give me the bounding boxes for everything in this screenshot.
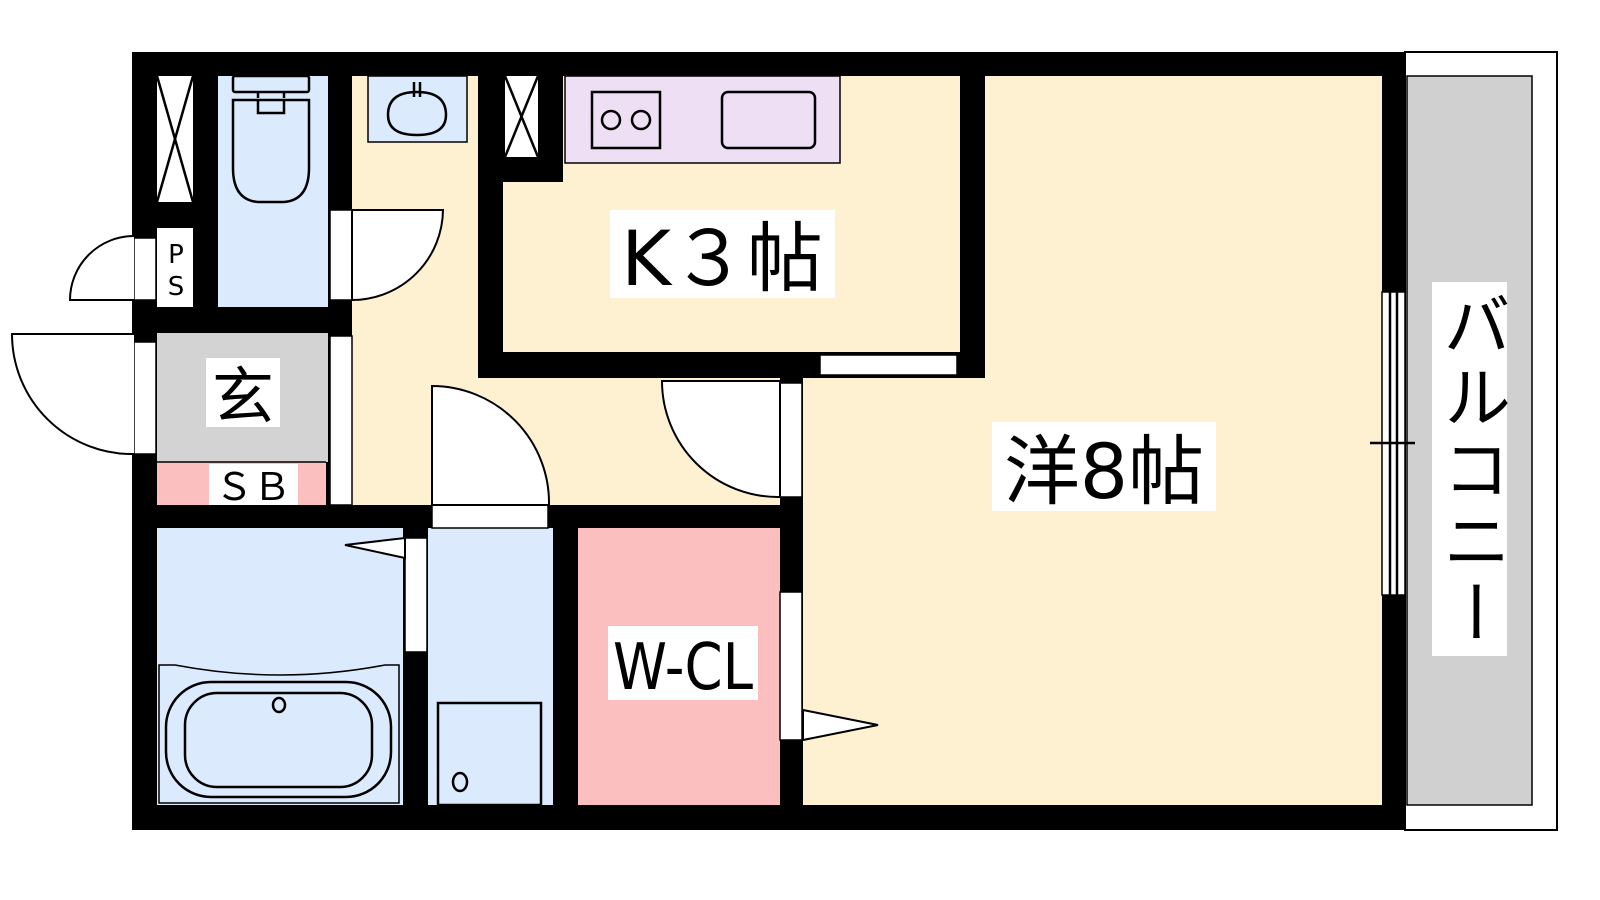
pipe-space bbox=[157, 228, 193, 307]
closet-door[interactable] bbox=[779, 591, 803, 741]
stove-icon bbox=[590, 90, 662, 150]
bath-door[interactable] bbox=[404, 537, 428, 653]
toilet-door[interactable] bbox=[329, 209, 353, 301]
walk-in-closet-label: W-CL bbox=[613, 631, 753, 705]
washroom bbox=[428, 528, 553, 805]
balcony-label: バルコニー bbox=[1431, 290, 1510, 650]
washroom-door[interactable] bbox=[431, 504, 549, 529]
western-room-label: 洋8帖 bbox=[1004, 427, 1204, 516]
pipe-space-label-p: P bbox=[168, 240, 184, 270]
storage-box-icon bbox=[155, 75, 540, 203]
pipe-space-label-s: S bbox=[168, 272, 185, 302]
toilet-icon bbox=[231, 74, 311, 204]
washing-machine-icon bbox=[436, 701, 543, 807]
shoe-box-label: ＳＢ bbox=[215, 465, 291, 509]
bathtub-icon bbox=[158, 664, 400, 804]
kitchen-label: K３帖 bbox=[621, 214, 823, 303]
toilet-room bbox=[218, 76, 328, 307]
room-door[interactable] bbox=[779, 382, 803, 498]
balcony bbox=[1404, 51, 1558, 831]
kitchen-sink-icon bbox=[720, 90, 817, 150]
sink-icon bbox=[367, 75, 468, 143]
doors bbox=[10, 209, 1415, 742]
entrance-label: 玄 bbox=[212, 360, 274, 433]
kitchen-counter bbox=[564, 75, 841, 164]
room-fills bbox=[157, 76, 1382, 805]
entrance-door[interactable] bbox=[133, 341, 157, 455]
